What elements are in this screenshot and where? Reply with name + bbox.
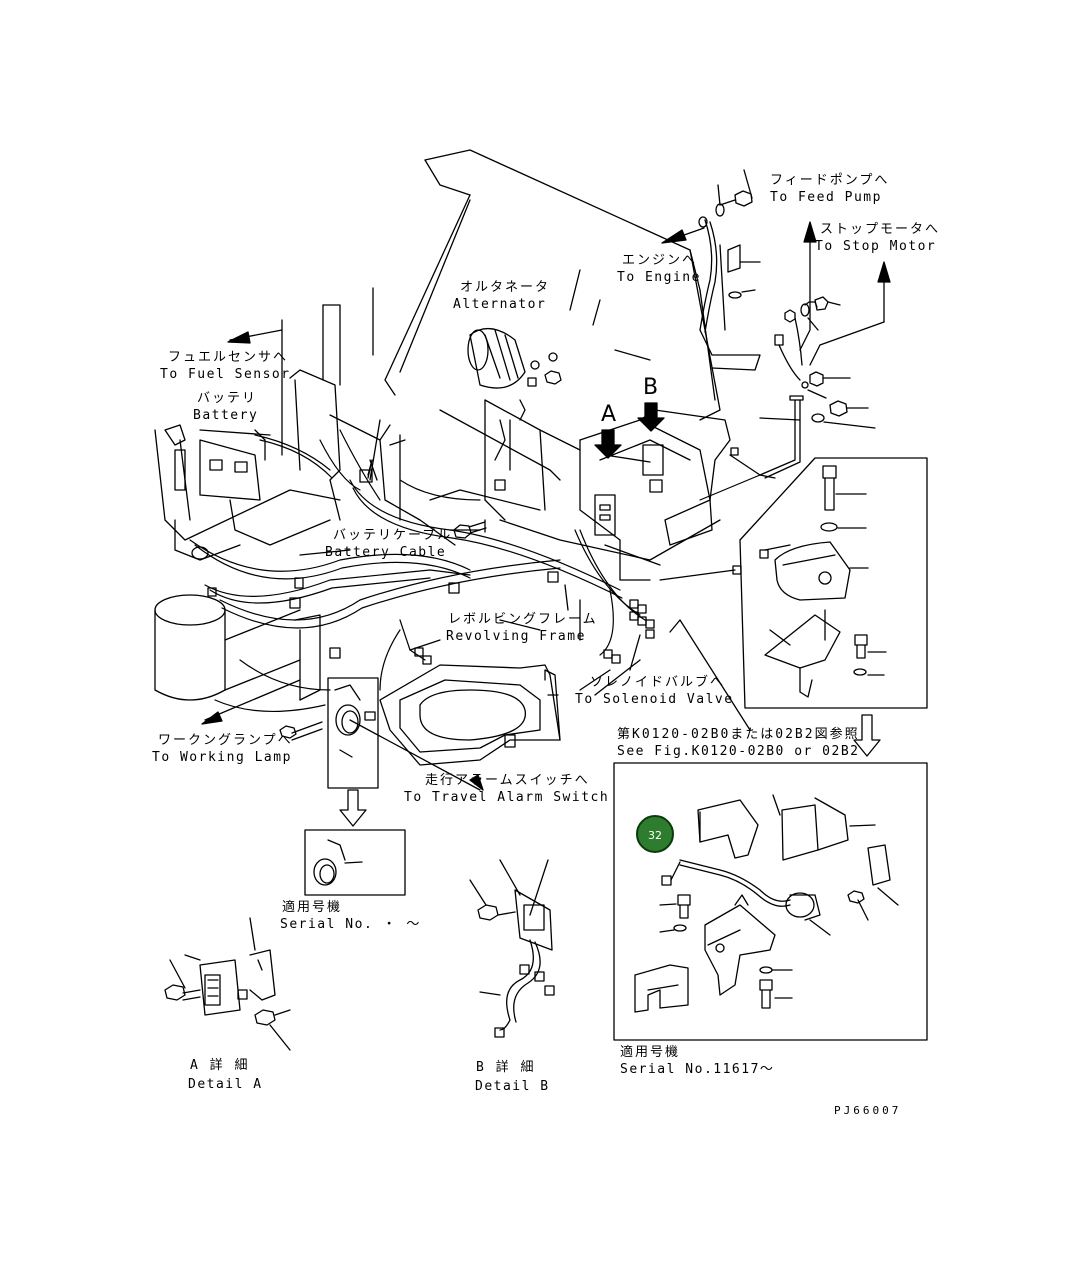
see-fig-label-jp: 第K0120-02B0または02B2図参照 [617, 727, 860, 742]
serial-detail-box [304, 829, 406, 896]
see-fig-label-en: See Fig.K0120-02B0 or 02B2 [617, 744, 860, 759]
view-arrow-a-label: A [601, 402, 617, 427]
stop-motor-label-en: To Stop Motor [815, 239, 937, 254]
fuel-tank [154, 594, 321, 701]
detail-a-parts [164, 917, 291, 1051]
feed-pump-label-jp: フィードポンプへ [770, 173, 890, 188]
travel-alarm-label-en: To Travel Alarm Switch [404, 790, 610, 805]
fuel-sensor-label-en: To Fuel Sensor [160, 367, 291, 382]
view-arrows [594, 402, 665, 459]
detail-box-lower-right [613, 762, 928, 1041]
arrow-to-detail-left [339, 789, 367, 827]
battery-label-jp: バッテリ [197, 391, 258, 406]
alternator-label-en: Alternator [453, 297, 547, 312]
engine-label-jp: エンジンへ [622, 253, 698, 268]
serial-left-label-jp: 適用号機 [282, 900, 343, 915]
fuel-sensor-label-jp: フュエルセンサへ [168, 350, 289, 365]
solenoid-valve-label-jp: ソレノイドバルブへ [590, 675, 726, 690]
travel-alarm-assembly [279, 677, 379, 789]
serial-right-label-jp: 適用号機 [620, 1045, 681, 1060]
alternator [467, 328, 562, 461]
alternator-label-jp: オルタネータ [460, 280, 551, 295]
battery-cable-label-jp: バッテリケーブル [333, 528, 453, 543]
revolving-frame-label-en: Revolving Frame [446, 629, 586, 644]
battery-cable-label-en: Battery Cable [325, 545, 447, 560]
detail-a-label-en: Detail A [188, 1077, 263, 1092]
harness [189, 429, 761, 713]
travel-alarm-label-jp: 走行アラームスイッチへ [425, 773, 590, 788]
battery [164, 424, 261, 560]
detail-b-label-jp: B 詳 細 [476, 1060, 536, 1075]
serial-left-label-en: Serial No. ・ ～ [280, 917, 421, 932]
view-arrow-b-label: B [643, 375, 659, 400]
revolving-frame-label-jp: レボルビングフレーム [448, 612, 598, 627]
working-lamp-label-jp: ワークングランプへ [158, 733, 293, 748]
engine-hood [384, 149, 721, 421]
detail-b-parts [469, 859, 555, 1038]
working-lamp-label-en: To Working Lamp [152, 750, 292, 765]
revolving-frame-plate [379, 664, 561, 766]
serial-right-label-en: Serial No.11617～ [620, 1062, 775, 1077]
leader-lines [201, 221, 891, 791]
drawing-code: PJ66007 [834, 1104, 902, 1117]
bolts-upper-right [698, 169, 876, 479]
battery-label-en: Battery [193, 408, 259, 423]
detail-b-label-en: Detail B [475, 1079, 550, 1094]
solenoid-valve-label-en: To Solenoid Valve [575, 692, 734, 707]
arrow-to-detail-right [853, 714, 881, 757]
detail-box-upper-right [739, 457, 928, 709]
callout-badge[interactable]: 32 [636, 815, 674, 853]
stop-motor-label-jp: ストップモータへ [820, 222, 941, 237]
detail-a-label-jp: A 詳 細 [190, 1058, 250, 1073]
engine-label-en: To Engine [617, 270, 701, 285]
bolt-battery-cable [453, 519, 487, 539]
feed-pump-label-en: To Feed Pump [770, 190, 882, 205]
